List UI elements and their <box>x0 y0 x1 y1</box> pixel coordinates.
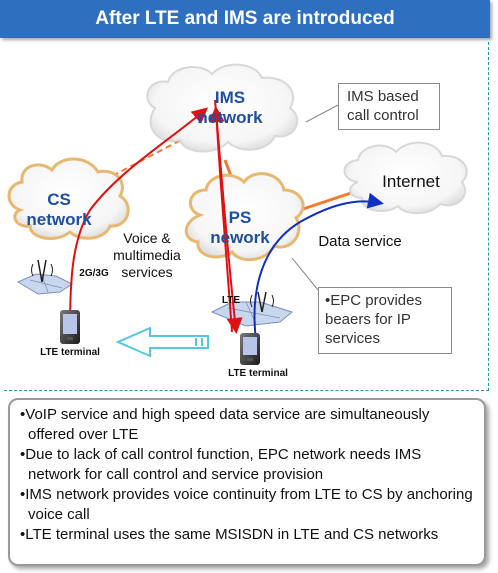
slide-title: After LTE and IMS are introduced <box>95 8 395 29</box>
data-path <box>253 192 384 341</box>
diagram-frame <box>4 42 489 391</box>
radio-2g3g-cells <box>16 259 73 295</box>
summary-list: VoIP service and high speed data service… <box>10 400 484 545</box>
ims-network-label: IMS network <box>197 88 263 127</box>
radio-2g3g-label: 2G/3G <box>79 268 109 279</box>
internet-label: Internet <box>382 172 440 191</box>
ps-cloud <box>184 172 305 262</box>
title-banner: After LTE and IMS are introduced <box>0 0 490 38</box>
cs-cloud <box>7 157 130 241</box>
lte-terminal-left-label: LTE terminal <box>40 347 100 358</box>
summary-bullet: VoIP service and high speed data service… <box>20 405 476 445</box>
lte-terminal-right-icon <box>240 333 260 365</box>
data-service-label: Data service <box>318 233 402 250</box>
summary-bullet: IMS network provides voice continuity fr… <box>20 485 476 525</box>
voice-path-cs <box>69 107 209 331</box>
network-diagram <box>7 63 468 365</box>
summary-bullet: LTE terminal uses the same MSISDN in LTE… <box>20 525 476 545</box>
ims-callout-pointer <box>305 104 339 123</box>
epc-callout: •EPC provides beaers for IP services <box>318 287 452 354</box>
voice-services-label: Voice & multimedia services <box>113 230 181 280</box>
epc-callout-pointer <box>291 257 319 291</box>
summary-bullet: Due to lack of call control function, EP… <box>20 445 476 485</box>
voice-path-return <box>208 106 233 333</box>
handover-arrow <box>115 326 209 358</box>
ps-network-label: PS nework <box>210 208 270 247</box>
lte-terminal-left-icon <box>60 310 80 344</box>
lte-terminal-right-label: LTE terminal <box>228 368 288 379</box>
summary-box: VoIP service and high speed data service… <box>8 398 486 566</box>
radio-lte-label: LTE <box>221 295 241 306</box>
ims-call-control-callout: IMS based call control <box>338 83 440 130</box>
cs-network-label: CS network <box>26 190 92 229</box>
